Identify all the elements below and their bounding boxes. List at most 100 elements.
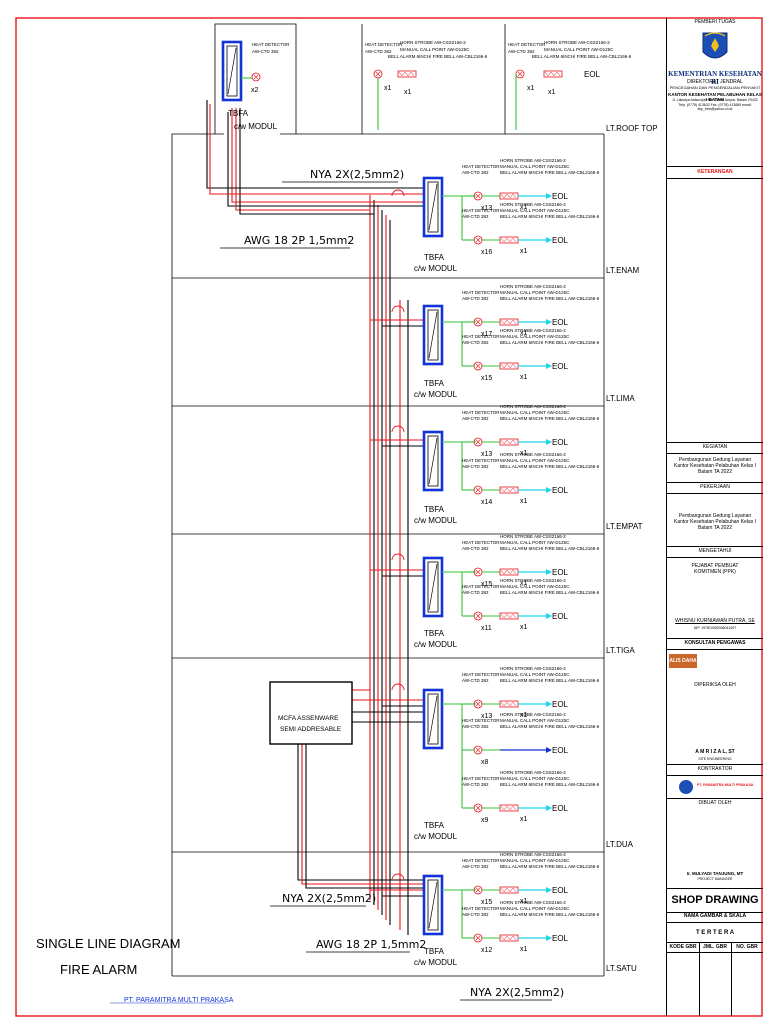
horn-strobe-label: HORN STROBE AW-CSS2166-2 xyxy=(500,452,566,457)
bell-qty: x1 xyxy=(520,248,528,255)
heat-detector-icon xyxy=(473,611,483,621)
crossovers xyxy=(391,189,405,881)
dibuat-label: DIBUAT OLEH xyxy=(698,800,732,806)
floor-label-enam: LT.ENAM xyxy=(606,266,640,275)
directorate-2: PENCEGAHAN DAN PENGENDALIAN PENYAKIT xyxy=(669,85,761,90)
tbfa-label: TBFA xyxy=(424,253,445,262)
eol-label: EOL xyxy=(552,612,569,621)
bell-alarm-label: BELL ALARM 6INCHI FIRE BELL AW-CBL2166-6 xyxy=(500,546,600,551)
no-gbr-label: NO. GBR xyxy=(736,944,758,950)
pemberi-tugas-label: PEMBERI TUGAS xyxy=(694,19,736,25)
konsultan-label: KONSULTAN PENGAWAS xyxy=(684,640,746,646)
detector-qty: x14 xyxy=(481,499,492,506)
floor-grid xyxy=(171,23,605,977)
roof-col2-qty1: x1 xyxy=(384,85,392,92)
cable-label-nya-bottom-right: NYA 2X(2,5mm2) xyxy=(470,986,564,999)
eol-label: EOL xyxy=(552,438,569,447)
pm-name: Ir. MULYADI TANJUNG, MT xyxy=(686,871,744,876)
mcfa-panel: MCFA ASSENWARE SEMI ADDRESABLE xyxy=(269,681,353,745)
roof-hd-model-1: AW-CTD 382 xyxy=(252,49,279,54)
floor-label-roof: LT.ROOF TOP xyxy=(606,124,658,133)
roof-col3-line-mcp: MANUAL CALL POINT AW-D125C xyxy=(544,47,614,52)
panel-feeders xyxy=(370,319,424,897)
bell-alarm-icon xyxy=(499,486,519,494)
heat-detector-title: HEAT DETECTOR xyxy=(462,164,500,169)
bell-qty: x1 xyxy=(520,580,528,587)
manual-call-point-label: MANUAL CALL POINT AW-D125C xyxy=(500,584,570,589)
bell-alarm-label: BELL ALARM 6INCHI FIRE BELL AW-CBL2166-6 xyxy=(500,912,600,917)
horn-strobe-label: HORN STROBE AW-CSS2166-2 xyxy=(500,770,566,775)
bell-alarm-label: BELL ALARM 6INCHI FIRE BELL AW-CBL2166-6 xyxy=(500,782,600,787)
tbfa-label: TBFA xyxy=(424,947,445,956)
bell-alarm-icon xyxy=(499,318,519,326)
bell-alarm-icon xyxy=(499,362,519,370)
kode-gbr-label: KODE GBR xyxy=(669,944,697,950)
manual-call-point-label: MANUAL CALL POINT AW-D125C xyxy=(500,718,570,723)
heat-detector-title: HEAT DETECTOR xyxy=(462,410,500,415)
heat-detector-title: HEAT DETECTOR xyxy=(462,458,500,463)
detector-qty: x16 xyxy=(481,249,492,256)
heat-detector-title: HEAT DETECTOR xyxy=(462,540,500,545)
roof-col3-hd-title: HEAT DETECTOR xyxy=(508,42,546,47)
floor-label-empat: LT.EMPAT xyxy=(606,522,643,531)
heat-detector-model: AW-CTD 382 xyxy=(462,590,489,595)
bell-qty: x1 xyxy=(520,498,528,505)
heat-detector-title: HEAT DETECTOR xyxy=(462,672,500,677)
bell-qty: x1 xyxy=(520,946,528,953)
tbfa-label: TBFA xyxy=(424,821,445,830)
bell-alarm-label: BELL ALARM 6INCHI FIRE BELL AW-CBL2166-6 xyxy=(500,296,600,301)
shop-drawing-title: SHOP DRAWING xyxy=(671,894,759,906)
heat-detector-icon xyxy=(473,361,483,371)
kegiatan-text: Pembangunan Gedung Layanan Kantor Keseha… xyxy=(673,457,756,475)
mengetahui-label: MENGETAHUI xyxy=(698,548,732,554)
eol-arrow-icon xyxy=(546,237,552,243)
detector-qty: x15 xyxy=(481,899,492,906)
floor-labels: LT.ROOF TOP LT.ENAM LT.LIMA LT.EMPAT LT.… xyxy=(606,124,658,973)
manual-call-point-label: MANUAL CALL POINT AW-D125C xyxy=(500,334,570,339)
eol-label: EOL xyxy=(552,700,569,709)
directorate: DIREKTORAT JENDRAL xyxy=(687,79,743,85)
bell-alarm-label: BELL ALARM 6INCHI FIRE BELL AW-CBL2166-6 xyxy=(500,340,600,345)
cw-modul-label: c/w MODUL xyxy=(414,832,458,841)
tbfa-panel xyxy=(422,176,444,238)
eol-arrow-icon xyxy=(546,569,552,575)
heat-detector-model: AW-CTD 382 xyxy=(462,170,489,175)
detector-qty: x11 xyxy=(481,625,492,632)
office-phone: Telp. (0778) 413632 Fax. (0778) 413689 e… xyxy=(678,103,752,112)
eol-arrow-icon xyxy=(546,319,552,325)
eol-arrow-icon xyxy=(546,613,552,619)
heat-detector-model: AW-CTD 382 xyxy=(462,340,489,345)
nama-gambar-label: NAMA GAMBAR & SKALA xyxy=(683,913,747,919)
tbfa-panel xyxy=(422,874,444,936)
roof-col3-line-horn: HORN STROBE AW-CSS2166-2 xyxy=(544,40,610,45)
title-block: PEMBERI TUGAS KEMENTRIAN KESEHATAN RI DI… xyxy=(666,18,763,1016)
roof-cw-label: c/w MODUL xyxy=(234,122,278,131)
kegiatan-label: KEGIATAN xyxy=(702,444,728,450)
manual-call-point-label: MANUAL CALL POINT AW-D125C xyxy=(500,540,570,545)
heat-detector-title: HEAT DETECTOR xyxy=(462,718,500,723)
pekerjaan-text: Pembangunan Gedung Layanan Kantor Keseha… xyxy=(673,513,756,531)
horn-strobe-label: HORN STROBE AW-CSS2166-2 xyxy=(500,328,566,333)
bell-alarm-label: BELL ALARM 6INCHI FIRE BELL AW-CBL2166-6 xyxy=(500,464,600,469)
bell-alarm-icon xyxy=(499,804,519,812)
cw-modul-label: c/w MODUL xyxy=(414,390,458,399)
manual-call-point-label: MANUAL CALL POINT AW-D125C xyxy=(500,410,570,415)
heat-detector-model: AW-CTD 382 xyxy=(462,912,489,917)
heat-detector-title: HEAT DETECTOR xyxy=(462,584,500,589)
cable-label-nya-bottom-left: NYA 2X(2,5mm2) xyxy=(282,892,376,905)
roof-qty: x2 xyxy=(251,87,259,94)
keterangan-label: KETERANGAN xyxy=(697,169,733,175)
eol-label: EOL xyxy=(552,362,569,371)
roof-col2-line-bell: BELL ALARM 6INCHI FIRE BELL AW-CBL2166-6 xyxy=(388,54,488,59)
detector-qty: x13 xyxy=(481,451,492,458)
